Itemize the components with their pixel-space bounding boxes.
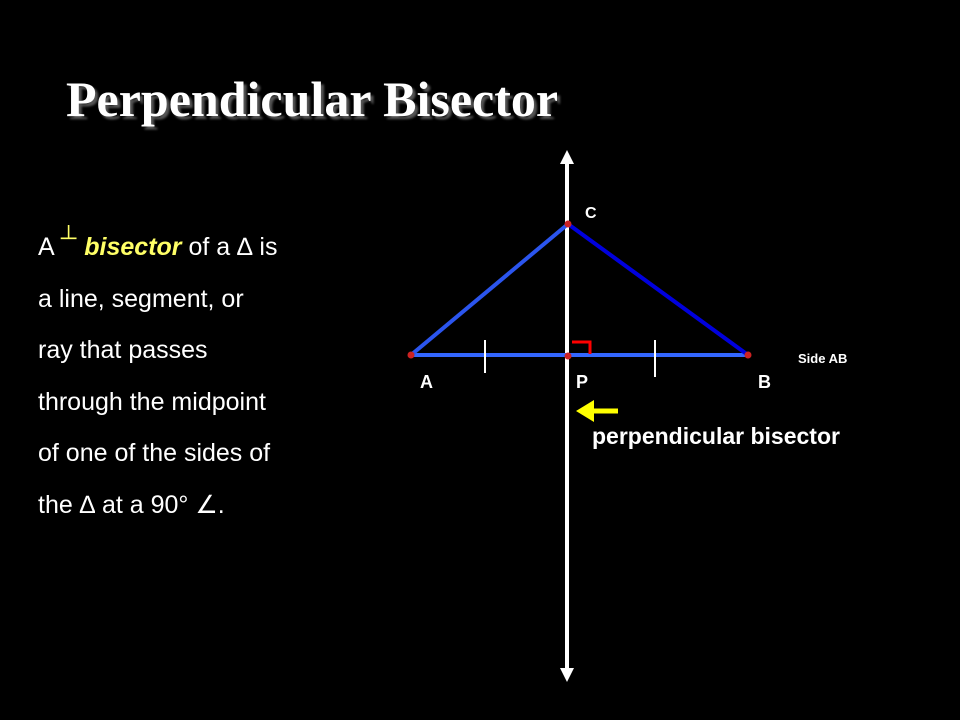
point-p-dot (564, 352, 572, 360)
definition-line-1: A┴ bisector of a ∆ is (38, 222, 398, 274)
side-ab-label: Side AB (798, 351, 847, 366)
slide-title: Perpendicular Bisector (66, 71, 559, 127)
callout-arrow-left-icon (576, 400, 594, 422)
keyword-bisector: bisector (84, 233, 182, 261)
point-label-c: C (585, 205, 597, 222)
definition-text: A┴ bisector of a ∆ is a line, segment, or… (38, 222, 398, 531)
definition-line-1-rest: of a ∆ is (188, 233, 278, 261)
definition-line-4: through the midpoint (38, 387, 266, 416)
point-label-p: P (576, 372, 588, 392)
point-label-b: B (758, 372, 771, 392)
side-cb (566, 222, 750, 357)
definition-line-5: of one of the sides of (38, 439, 271, 467)
side-ac (409, 222, 570, 357)
point-b-dot (744, 351, 752, 359)
point-a-dot (407, 351, 415, 359)
arrowhead-down-icon (560, 668, 574, 682)
right-angle-mark-icon (572, 340, 592, 354)
definition-line-6: the ∆ at a 90° ∠. (38, 490, 225, 519)
arrowhead-up-icon (560, 150, 574, 164)
point-c-dot (564, 220, 572, 228)
definition-line-3: ray that passes (38, 336, 208, 364)
callout-label: perpendicular bisector (592, 423, 840, 449)
point-label-a: A (420, 372, 433, 392)
definition-line-2: a line, segment, or (38, 284, 244, 313)
perpendicular-symbol-icon: ┴ (60, 225, 77, 250)
definition-article: A (38, 233, 55, 261)
